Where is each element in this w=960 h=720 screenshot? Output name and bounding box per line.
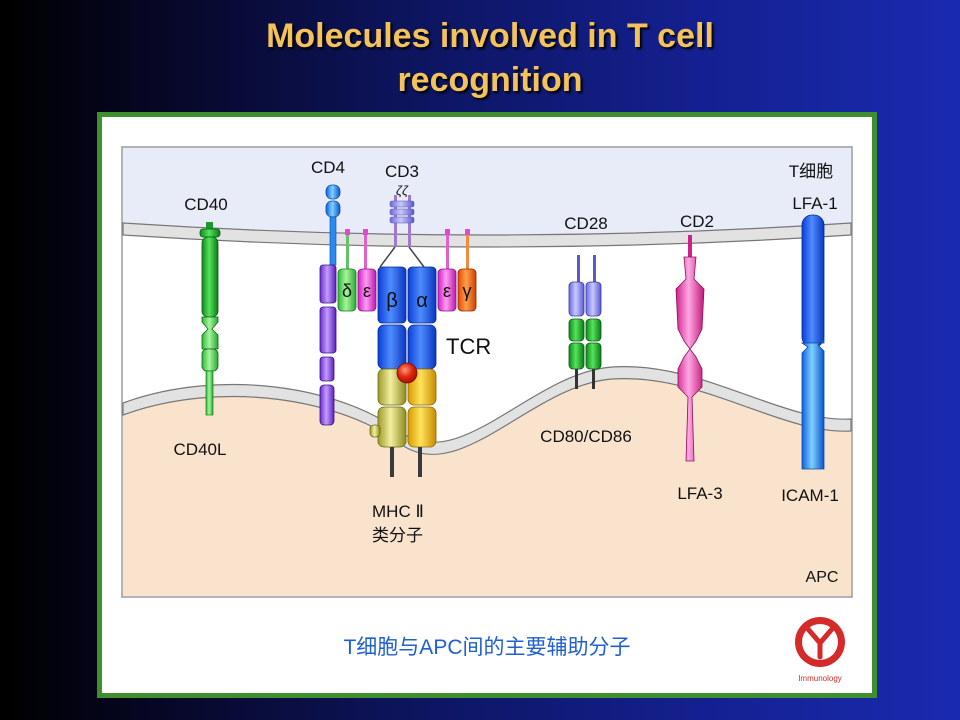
slide-title-line-1: Molecules involved in T cell xyxy=(266,17,714,55)
mhc-class-ii xyxy=(369,362,437,477)
label-tcr: TCR xyxy=(446,334,491,359)
tcr-alpha-beta xyxy=(377,195,437,370)
label-delta: δ xyxy=(342,281,352,301)
figure-frame: CD40 CD40L CD4 CD3 ζζ δ ε β α ε γ TCR MH… xyxy=(97,112,877,698)
label-cd28: CD28 xyxy=(564,214,607,233)
label-cd3: CD3 xyxy=(385,162,419,181)
label-epsilon-right: ε xyxy=(443,281,451,301)
t-cell-cytoplasm xyxy=(123,148,851,237)
slide-title-line-2: recognition xyxy=(397,61,583,99)
lfa1-icam1-pair xyxy=(800,214,825,470)
immunology-logo: Immunology xyxy=(795,617,845,683)
slide-title: Molecules involved in T cell recognition xyxy=(0,14,960,102)
cd28-cd80-pair xyxy=(568,255,602,389)
label-epsilon-left: ε xyxy=(363,281,371,301)
cd3-delta-epsilon xyxy=(337,229,377,312)
label-cd80-cd86: CD80/CD86 xyxy=(540,427,632,446)
molecule-diagram: CD40 CD40L CD4 CD3 ζζ δ ε β α ε γ TCR MH… xyxy=(121,146,853,683)
label-zeta: ζζ xyxy=(396,183,409,198)
label-mhc-line-1: MHC Ⅱ xyxy=(372,502,424,521)
label-lfa1: LFA-1 xyxy=(792,194,837,213)
label-gamma: γ xyxy=(463,281,472,301)
label-cd40: CD40 xyxy=(184,195,227,214)
cd4-molecule xyxy=(319,184,341,426)
label-lfa3: LFA-3 xyxy=(677,484,722,503)
label-cd40l: CD40L xyxy=(174,440,227,459)
label-cd4: CD4 xyxy=(311,158,345,177)
cd2-lfa3-pair xyxy=(675,235,705,462)
label-apc: APC xyxy=(806,569,839,586)
label-t-cell: T细胞 xyxy=(789,162,833,181)
label-beta: β xyxy=(386,290,398,312)
label-alpha: α xyxy=(416,290,428,312)
label-cd2: CD2 xyxy=(680,212,714,231)
apc-cytoplasm xyxy=(123,378,851,596)
logo-text: Immunology xyxy=(798,674,842,683)
figure-caption: T细胞与APC间的主要辅助分子 xyxy=(343,636,630,659)
cd3-epsilon-gamma xyxy=(437,229,477,312)
label-mhc-line-2: 类分子 xyxy=(372,526,423,545)
label-icam1: ICAM-1 xyxy=(781,486,839,505)
cd40-cd40l-pair xyxy=(199,222,221,416)
antigen-peptide xyxy=(396,362,418,384)
